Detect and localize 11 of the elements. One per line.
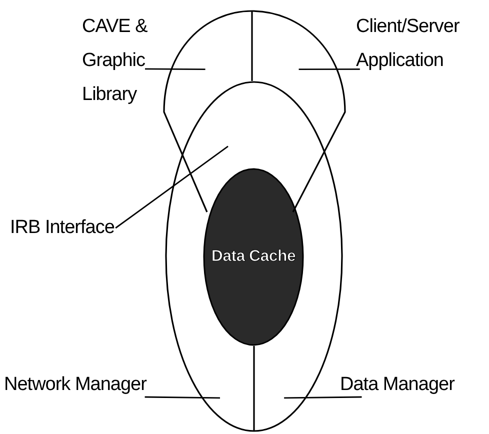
layer-label: IRB Interface [10, 211, 120, 245]
leader-line [284, 396, 362, 399]
leader-line [145, 68, 206, 70]
leader-line [298, 68, 360, 70]
leader-line [115, 146, 228, 229]
layer-label: CAVE & Graphic Library [82, 10, 172, 112]
layer-label: Data Cache [211, 248, 296, 266]
layer-label: Network Manager [4, 373, 164, 397]
layer-label: Client/Server Application [356, 10, 486, 78]
layer-label: Data Manager [340, 373, 485, 397]
leader-line [144, 396, 220, 399]
